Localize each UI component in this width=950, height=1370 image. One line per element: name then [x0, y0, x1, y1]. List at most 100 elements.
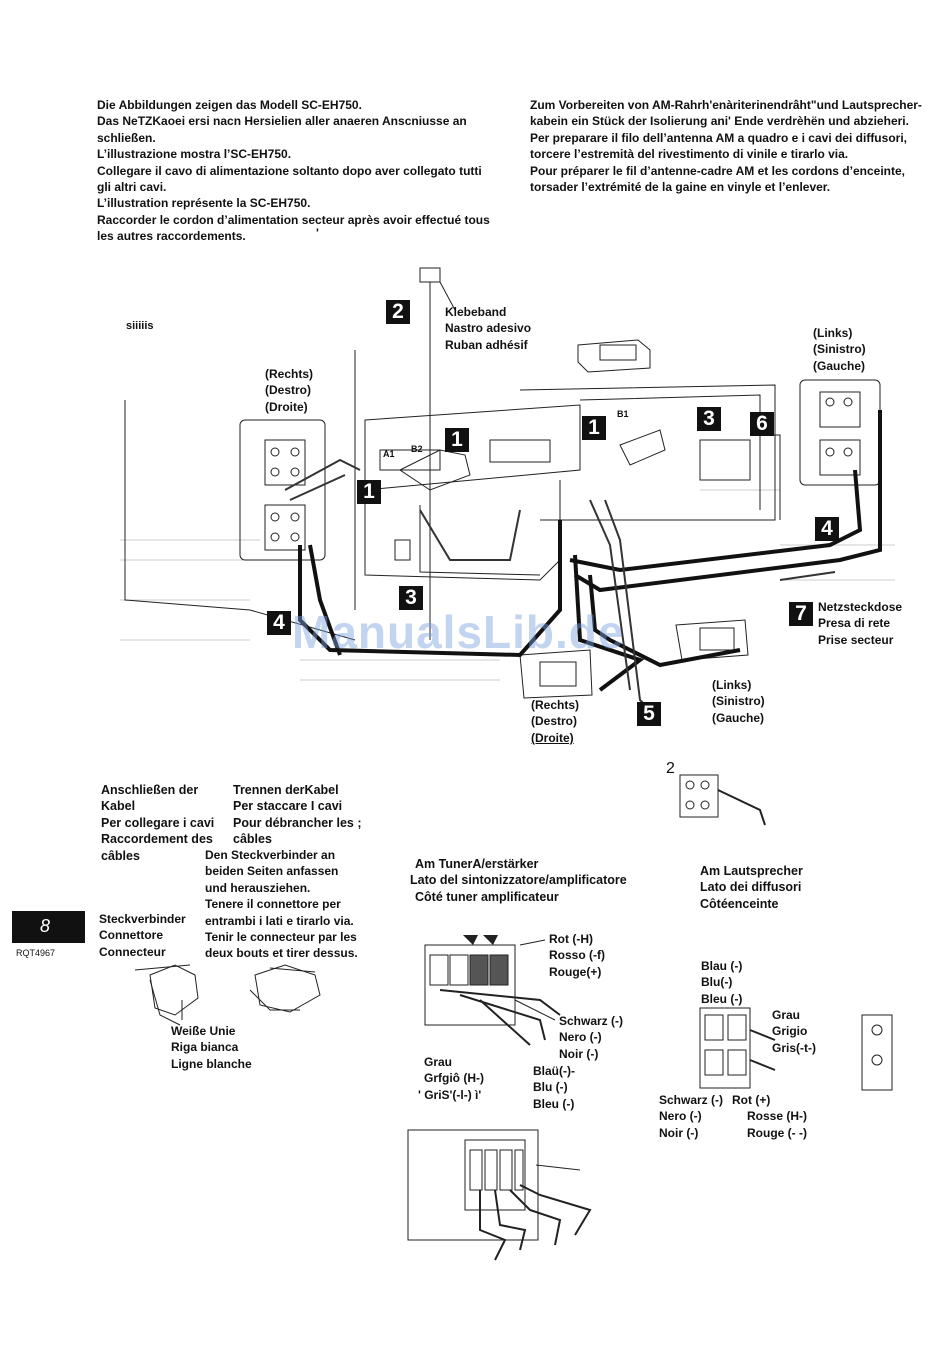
document-code: RQT4967 — [16, 948, 56, 958]
left-speaker-label-top: (Links) (Sinistro) (Gauche) — [813, 325, 866, 374]
left-speaker-line: (Links) — [712, 678, 752, 692]
disconnect-heading-line: Trennen derKabel — [233, 783, 339, 797]
watermark: ManualsLib.de — [292, 606, 625, 658]
speaker-side-heading: Am Lautsprecher Lato dei diffusori Côtée… — [700, 863, 803, 912]
blue-minus-line: Blau (-) — [701, 959, 743, 973]
step-badge-1: 1 — [445, 428, 469, 452]
left-speaker-line: (Gauche) — [813, 358, 866, 373]
red-plus-line: Rot (-H) — [549, 932, 593, 946]
tuner-line: Côté tuner amplificateur — [415, 889, 559, 904]
white-line-line: Riga bianca — [171, 1040, 239, 1055]
terminal-b2-label: B2 — [411, 444, 423, 454]
right-speaker-line: (Droite) — [265, 399, 308, 414]
connect-heading-line: Kabel — [101, 799, 136, 814]
tape-label-line: Ruban adhésif — [445, 337, 528, 352]
tuner-side-heading: Am TunerA/erstärker Lato del sintonizzat… — [410, 856, 627, 905]
intro-left-line: L’illustration représente la SC-EH750. — [97, 196, 311, 211]
mains-line: Presa di rete — [818, 616, 891, 631]
white-line-line: Ligne blanche — [171, 1056, 252, 1071]
right-speaker-line: (Destro) — [531, 714, 578, 729]
stray-mark: ' — [316, 226, 319, 240]
grey-label-left: Grau Grfgiô (H-) ' GriS'(-l-) ì' — [418, 1054, 484, 1103]
step-badge-1: 1 — [357, 480, 381, 504]
disconnect-heading-line: Per staccare I cavi — [233, 799, 343, 814]
intro-right-line: Pour préparer le fil d’antenne-cadre AM … — [530, 163, 905, 178]
mains-line: Prise secteur — [818, 632, 894, 647]
disconnect-line: beiden Seiten anfassen — [205, 864, 339, 879]
black-minus-line: Nero (-) — [659, 1109, 702, 1124]
connect-heading-line: Raccordement des — [101, 832, 213, 847]
red-plus-label-right: Rot (+) Rosse (H-) Rouge (- -) — [732, 1092, 807, 1141]
connector-label: Steckverbinder Connettore Connecteur — [99, 911, 186, 960]
blue-minus-label-mid: Blaü(-)- Blu (-) Bleu (-) — [533, 1063, 575, 1112]
intro-right-line: kabein ein Stück der Isolierung ani' End… — [530, 114, 909, 129]
blue-minus-line: Bleu (-) — [701, 991, 743, 1006]
step-badge-5: 5 — [637, 702, 661, 726]
speaker-side-line: Am Lautsprecher — [700, 864, 803, 878]
mains-line: Netzsteckdose — [818, 600, 903, 614]
blue-minus-line: Blu(-) — [701, 975, 733, 990]
grey-line: Grau — [424, 1055, 453, 1069]
tape-label: Klebeband Nastro adesivo Ruban adhésif — [445, 304, 531, 353]
left-speaker-line: (Links) — [813, 326, 853, 340]
red-plus-line: Rouge(+) — [549, 964, 602, 979]
right-speaker-line: (Destro) — [265, 383, 312, 398]
disconnect-heading-line: câbles — [233, 832, 272, 847]
step-2-marker: 2 — [666, 760, 675, 777]
tape-label-line: Nastro adesivo — [445, 321, 532, 336]
step-badge-2: 2 — [386, 300, 410, 324]
right-speaker-label-top: (Rechts) (Destro) (Droite) — [265, 366, 313, 415]
grey-line: Grau — [772, 1008, 801, 1022]
left-speaker-line: (Gauche) — [712, 710, 765, 725]
disconnect-heading-line: Pour débrancher les ; — [233, 815, 362, 830]
left-speaker-line: (Sinistro) — [712, 694, 765, 709]
speaker-side-line: Côtéenceinte — [700, 896, 779, 911]
black-minus-line: Schwarz (-) — [659, 1093, 724, 1107]
right-speaker-label-bottom: (Rechts) (Destro) (Droite) — [531, 697, 579, 746]
disconnect-line: und herausziehen. — [205, 880, 311, 895]
step-badge-4: 4 — [267, 611, 291, 635]
tuner-line: Lato del sintonizzatore/amplificatore — [410, 873, 627, 888]
intro-left-line: L’illustrazione mostra l’SC-EH750. — [97, 147, 292, 162]
red-plus-line: Rot (+) — [732, 1093, 771, 1107]
intro-left-line: Die Abbildungen zeigen das Modell SC-EH7… — [97, 98, 362, 112]
connector-line: Connecteur — [99, 944, 166, 959]
siiiiis-label: siiiiis — [126, 320, 154, 332]
intro-left-line: Collegare il cavo di alimentazione solta… — [97, 163, 482, 178]
tuner-line: Am TunerA/erstärker — [415, 857, 539, 871]
red-plus-line: Rosso (-f) — [549, 948, 605, 963]
black-minus-label: Schwarz (-) Nero (-) Noir (-) — [559, 1013, 623, 1062]
connector-line: Steckverbinder — [99, 912, 186, 926]
blue-minus-line: Blaü(-)- — [533, 1064, 575, 1078]
disconnect-line: Tenir le connecteur par les — [205, 930, 357, 945]
left-speaker-label-bottom: (Links) (Sinistro) (Gauche) — [712, 677, 765, 726]
intro-right-line: torcere l’estremità del rivestimento di … — [530, 147, 849, 162]
red-plus-label: Rot (-H) Rosso (-f) Rouge(+) — [549, 931, 605, 980]
step-badge-3: 3 — [399, 586, 423, 610]
intro-left-line: les autres raccordements. — [97, 229, 246, 244]
step-badge-1: 1 — [582, 416, 606, 440]
black-minus-line: Schwarz (-) — [559, 1014, 624, 1028]
disconnect-heading: Trennen derKabel Per staccare I cavi Pou… — [233, 782, 362, 848]
connect-heading-line: Per collegare i cavi — [101, 815, 215, 830]
intro-left: Die Abbildungen zeigen das Modell SC-EH7… — [97, 97, 490, 245]
white-line-label: Weiße Unie Riga bianca Ligne blanche — [171, 1023, 252, 1072]
grey-line: Grfgiô (H-) — [424, 1071, 484, 1086]
blue-minus-line: Blu (-) — [533, 1080, 568, 1095]
step-badge-3: 3 — [697, 407, 721, 431]
disconnect-line: entrambi i lati e tirarlo via. — [205, 913, 354, 928]
black-minus-line: Noir (-) — [659, 1125, 699, 1140]
blue-minus-label-right: Blau (-) Blu(-) Bleu (-) — [701, 958, 742, 1007]
red-plus-line: Rosse (H-) — [747, 1109, 808, 1124]
black-minus-line: Nero (-) — [559, 1030, 602, 1045]
intro-left-line: Das NeTZKaoei ersi nacn Hersielien aller… — [97, 114, 467, 129]
connector-line: Connettore — [99, 928, 163, 943]
intro-right-line: torsader l’extrémité de la gaine en viny… — [530, 180, 831, 195]
intro-left-line: gli altri cavi. — [97, 180, 167, 195]
terminal-a1-label: A1 — [383, 449, 395, 459]
connect-heading: Anschließen der Kabel Per collegare i ca… — [101, 782, 214, 864]
right-speaker-line: (Rechts) — [531, 698, 580, 712]
white-line-line: Weiße Unie — [171, 1024, 236, 1038]
intro-left-line: Raccorder le cordon d’alimentation secte… — [97, 212, 490, 227]
